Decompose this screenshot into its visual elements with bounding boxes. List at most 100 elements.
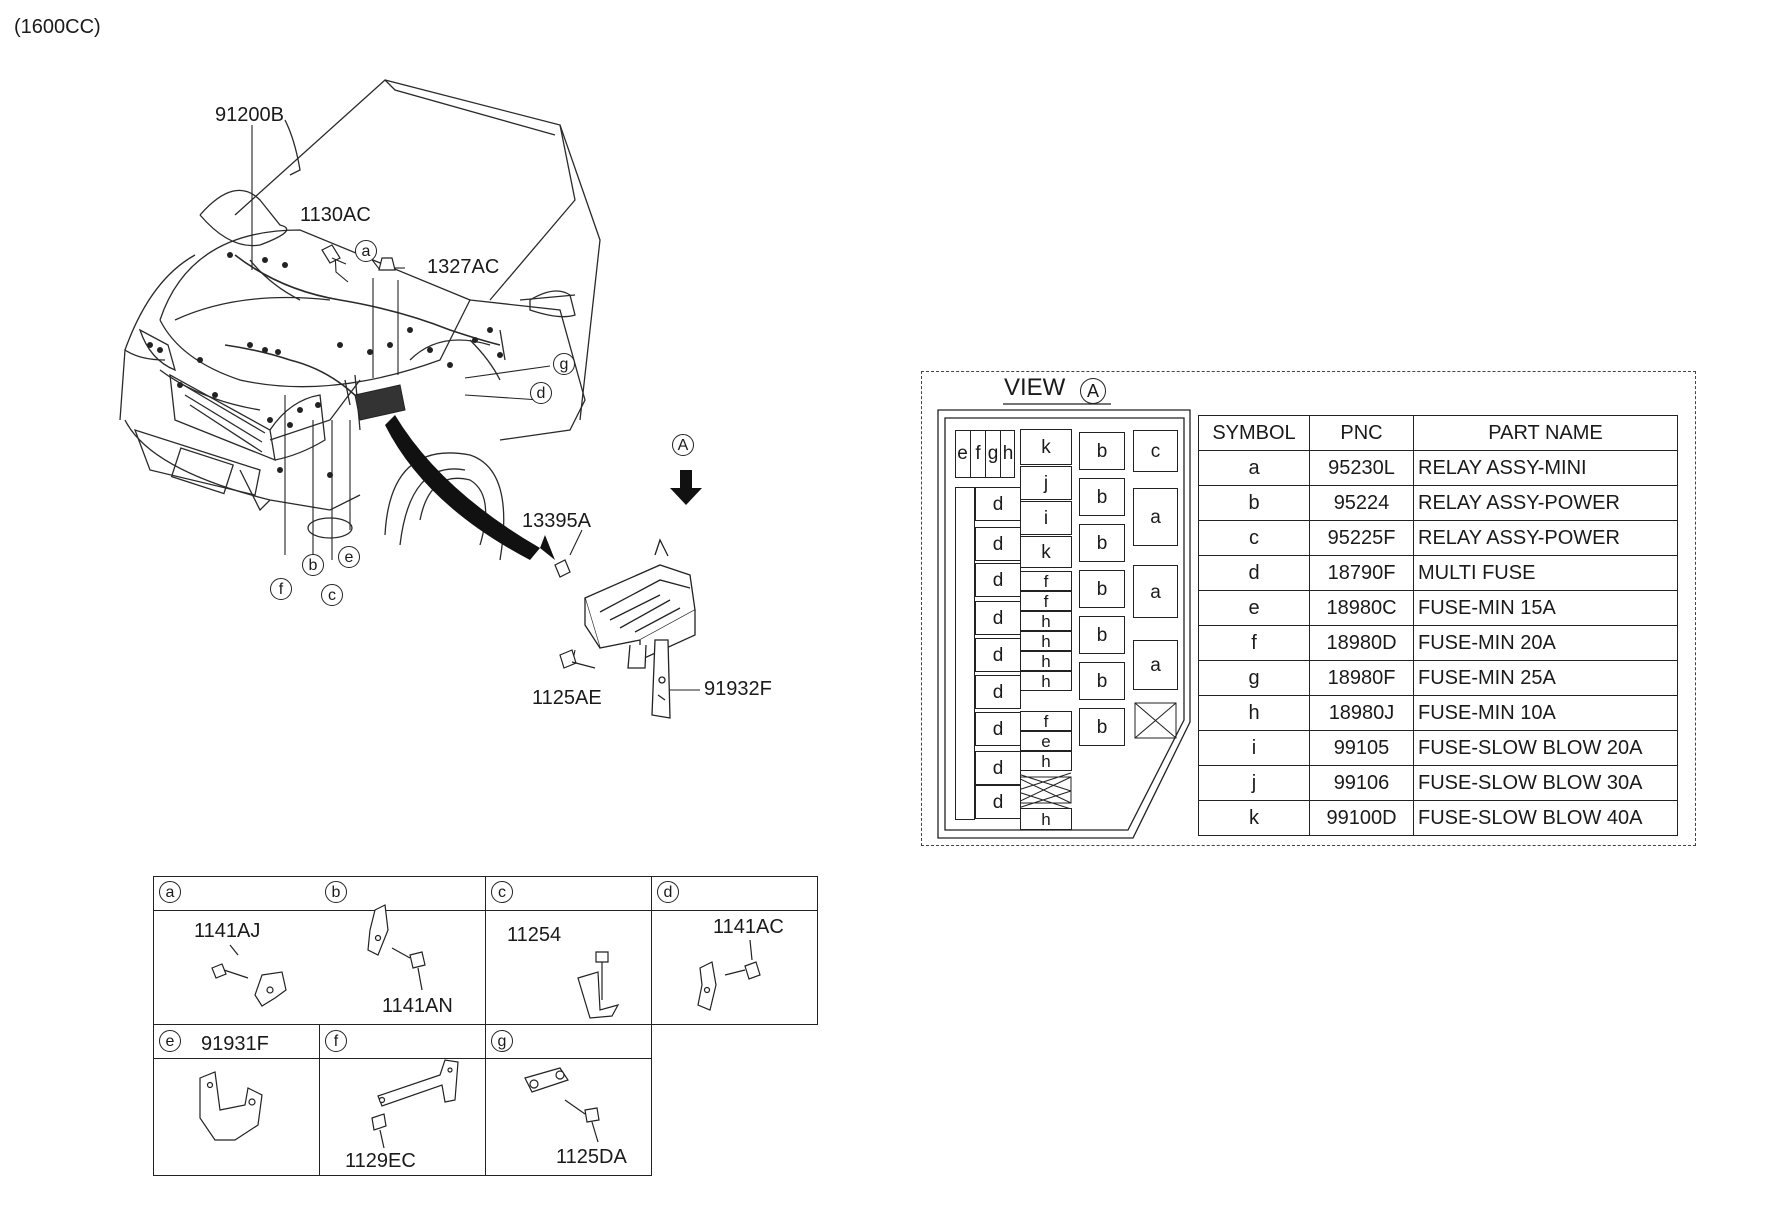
header-divider-1 xyxy=(153,910,818,911)
pnc-cell: 18980J xyxy=(1309,695,1414,731)
mini-fuse-slot: i xyxy=(1020,501,1072,535)
callout-e: e xyxy=(338,546,360,568)
detail-cell-f xyxy=(319,1024,486,1176)
relay-a-1: a xyxy=(1133,488,1178,546)
mini-fuse-slot: e xyxy=(1020,731,1072,751)
pnc-cell: 18790F xyxy=(1309,555,1414,591)
symbol-cell: b xyxy=(1198,485,1310,521)
symbol-cell: e xyxy=(1198,590,1310,626)
mini-fuse-slot: h xyxy=(1020,631,1072,651)
pnc-cell: 95225F xyxy=(1309,520,1414,556)
header-part-name: PART NAME xyxy=(1413,415,1678,451)
relay-a-3: a xyxy=(1133,640,1178,690)
view-a-marker: A xyxy=(672,434,694,456)
mini-fuse-slot: h xyxy=(1020,751,1072,771)
view-title: VIEW xyxy=(1004,374,1066,401)
mini-fuse-slot: h xyxy=(1020,611,1072,631)
pnc-cell: 18980D xyxy=(1309,625,1414,661)
view-a-panel xyxy=(921,371,1696,846)
box-nut-part-label: 13395A xyxy=(522,510,591,532)
symbol-cell: k xyxy=(1198,800,1310,836)
detail-cell-g xyxy=(485,1024,652,1176)
detail-symbol-f: f xyxy=(325,1030,347,1052)
fuse-h: h xyxy=(1000,430,1015,478)
pnc-cell: 99100D xyxy=(1309,800,1414,836)
detail-d-part: 1141AC xyxy=(713,916,784,938)
detail-symbol-g: g xyxy=(491,1030,513,1052)
mini-fuse-slot: h xyxy=(1020,651,1072,671)
multi-fuse-d: d xyxy=(975,487,1021,521)
part-name-cell: FUSE-SLOW BLOW 30A xyxy=(1413,765,1678,801)
d-column-rail xyxy=(955,487,975,820)
bracket-part-label: 91932F xyxy=(704,678,772,700)
relay-b: b xyxy=(1079,662,1125,700)
symbol-cell: d xyxy=(1198,555,1310,591)
harness-part-label: 91200B xyxy=(215,104,284,126)
multi-fuse-d: d xyxy=(975,675,1021,709)
nut-part-label: 1327AC xyxy=(427,256,500,278)
callout-d: d xyxy=(530,382,552,404)
mini-fuse-slot: f xyxy=(1020,571,1072,591)
mini-fuse-slot: f xyxy=(1020,591,1072,611)
fuse-g: g xyxy=(985,430,1000,478)
callout-c: c xyxy=(321,584,343,606)
detail-c-part: 11254 xyxy=(507,924,562,946)
mini-fuse-slot: j xyxy=(1020,466,1072,500)
callout-b: b xyxy=(302,554,324,576)
detail-symbol-e: e xyxy=(159,1030,181,1052)
multi-fuse-d: d xyxy=(975,527,1021,561)
part-name-cell: FUSE-MIN 15A xyxy=(1413,590,1678,626)
detail-f-part: 1129EC xyxy=(345,1150,416,1172)
mini-fuse-slot: h xyxy=(1020,808,1072,830)
symbol-cell: g xyxy=(1198,660,1310,696)
relay-b: b xyxy=(1079,708,1125,746)
part-name-cell: RELAY ASSY-POWER xyxy=(1413,485,1678,521)
multi-fuse-d: d xyxy=(975,638,1021,672)
detail-cell-e xyxy=(153,1024,320,1176)
part-name-cell: FUSE-MIN 25A xyxy=(1413,660,1678,696)
bolt-part-label: 1130AC xyxy=(300,204,371,226)
detail-e-part: 91931F xyxy=(201,1033,269,1055)
table-header-row: SYMBOL PNC PART NAME xyxy=(1198,415,1678,451)
mini-fuse-slot: k xyxy=(1020,429,1072,465)
relay-b: b xyxy=(1079,432,1125,470)
multi-fuse-d: d xyxy=(975,563,1021,597)
relay-c: c xyxy=(1133,430,1178,472)
detail-frame-a xyxy=(153,876,320,1025)
header-pnc: PNC xyxy=(1309,415,1414,451)
relay-b: b xyxy=(1079,524,1125,562)
mini-fuse-slot: h xyxy=(1020,671,1072,691)
symbol-cell: h xyxy=(1198,695,1310,731)
relay-b: b xyxy=(1079,570,1125,608)
fuse-e: e xyxy=(957,443,968,464)
detail-g-part: 1125DA xyxy=(556,1146,627,1168)
relay-b: b xyxy=(1079,478,1125,516)
header-symbol: SYMBOL xyxy=(1198,415,1310,451)
callout-g: g xyxy=(553,353,575,375)
relay-a-2: a xyxy=(1133,565,1178,618)
detail-cell-b xyxy=(319,876,486,1025)
part-name-cell: FUSE-SLOW BLOW 40A xyxy=(1413,800,1678,836)
pnc-cell: 95230L xyxy=(1309,450,1414,486)
view-title-marker: A xyxy=(1080,378,1106,404)
box-bolt-part-label: 1125AE xyxy=(532,687,602,709)
detail-a-part: 1141AJ xyxy=(194,920,261,942)
detail-symbol-c: c xyxy=(491,881,513,903)
part-name-cell: RELAY ASSY-MINI xyxy=(1413,450,1678,486)
relay-b: b xyxy=(1079,616,1125,654)
fuse-f: f xyxy=(970,430,985,478)
multi-fuse-d: d xyxy=(975,712,1021,746)
header-divider-2 xyxy=(153,1058,652,1059)
part-name-cell: FUSE-MIN 20A xyxy=(1413,625,1678,661)
pnc-cell: 99106 xyxy=(1309,765,1414,801)
pnc-cell: 18980C xyxy=(1309,590,1414,626)
